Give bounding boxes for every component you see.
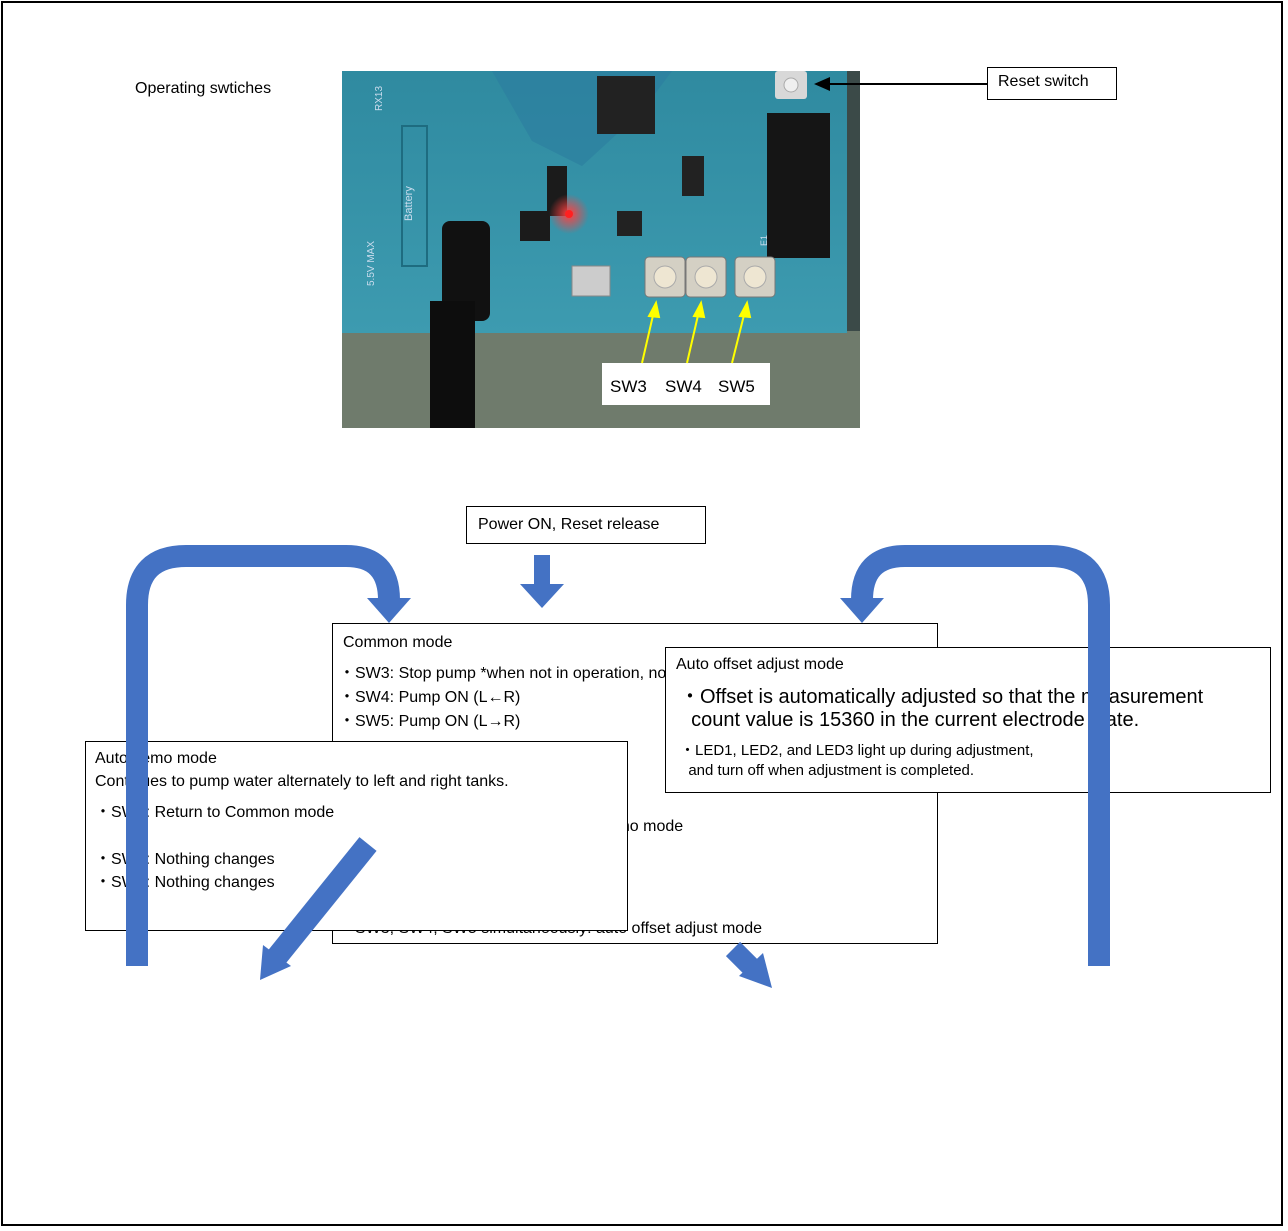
auto-offset-sub-line-2: and turn off when adjustment is complete… bbox=[680, 762, 975, 779]
common-mode-line-sw3: ・SW3: Stop pump *when not in operation, … bbox=[339, 665, 710, 682]
auto-offset-title: Auto offset adjust mode bbox=[676, 656, 844, 673]
loop-arrow-demo-to-common bbox=[126, 545, 411, 966]
board-mark-model: RX13 bbox=[374, 86, 385, 111]
sw4-pointer-arrow bbox=[686, 310, 700, 364]
switch-label-sw5: SW5 bbox=[718, 377, 755, 396]
auto-demo-box: Auto demo mode Continues to pump water a… bbox=[85, 741, 628, 931]
reset-pointer-arrow bbox=[814, 77, 987, 91]
board-mark-e1: E1 bbox=[759, 235, 769, 246]
usb-connector bbox=[571, 265, 611, 297]
photo-caption: Operating swtiches bbox=[135, 80, 272, 97]
debug-header bbox=[767, 113, 830, 258]
sw5-pointer-arrow bbox=[731, 310, 746, 364]
arrow-common-to-offset bbox=[725, 941, 772, 988]
switch-label-sw3: SW3 bbox=[610, 377, 647, 396]
mcu-chip bbox=[597, 76, 655, 134]
arrow-common-to-demo bbox=[260, 837, 377, 980]
auto-offset-sub-line-1: ・LED1, LED2, and LED3 light up during ad… bbox=[680, 742, 1034, 759]
loop-arrow-offset-to-common bbox=[840, 545, 1110, 966]
board-mark-battery: Battery bbox=[403, 186, 415, 221]
photo-switch-sw3 bbox=[644, 256, 686, 298]
switch-label-box bbox=[602, 363, 770, 405]
photo-switch-sw5 bbox=[734, 256, 776, 298]
common-mode-line-sw5: ・SW5: Pump ON (L→R) bbox=[339, 713, 521, 730]
dip-switch bbox=[682, 156, 704, 196]
auto-offset-box: Auto offset adjust mode ・Offset is autom… bbox=[665, 647, 1271, 793]
sw3-pointer-arrow bbox=[641, 310, 655, 364]
start-down-arrow bbox=[520, 555, 564, 608]
auto-demo-description: Continues to pump water alternately to l… bbox=[95, 773, 509, 790]
board-photo: Battery RX13 5.5V MAX E1 SW3 SW4 SW5 bbox=[342, 71, 860, 428]
power-jack bbox=[442, 221, 490, 321]
common-mode-title: Common mode bbox=[343, 634, 453, 651]
reset-switch-label: Reset switch bbox=[987, 67, 1117, 100]
start-box: Power ON, Reset release bbox=[466, 506, 706, 544]
board-mark-voltage: 5.5V MAX bbox=[366, 241, 377, 286]
photo-switch-sw4 bbox=[685, 256, 727, 298]
auto-offset-main-line-2: count value is 15360 in the current elec… bbox=[680, 709, 1140, 731]
switch-label-sw4: SW4 bbox=[665, 377, 702, 396]
common-mode-line-sw4: ・SW4: Pump ON (L←R) bbox=[339, 689, 521, 706]
auto-offset-main-line-1: ・Offset is automatically adjusted so tha… bbox=[680, 686, 1204, 708]
